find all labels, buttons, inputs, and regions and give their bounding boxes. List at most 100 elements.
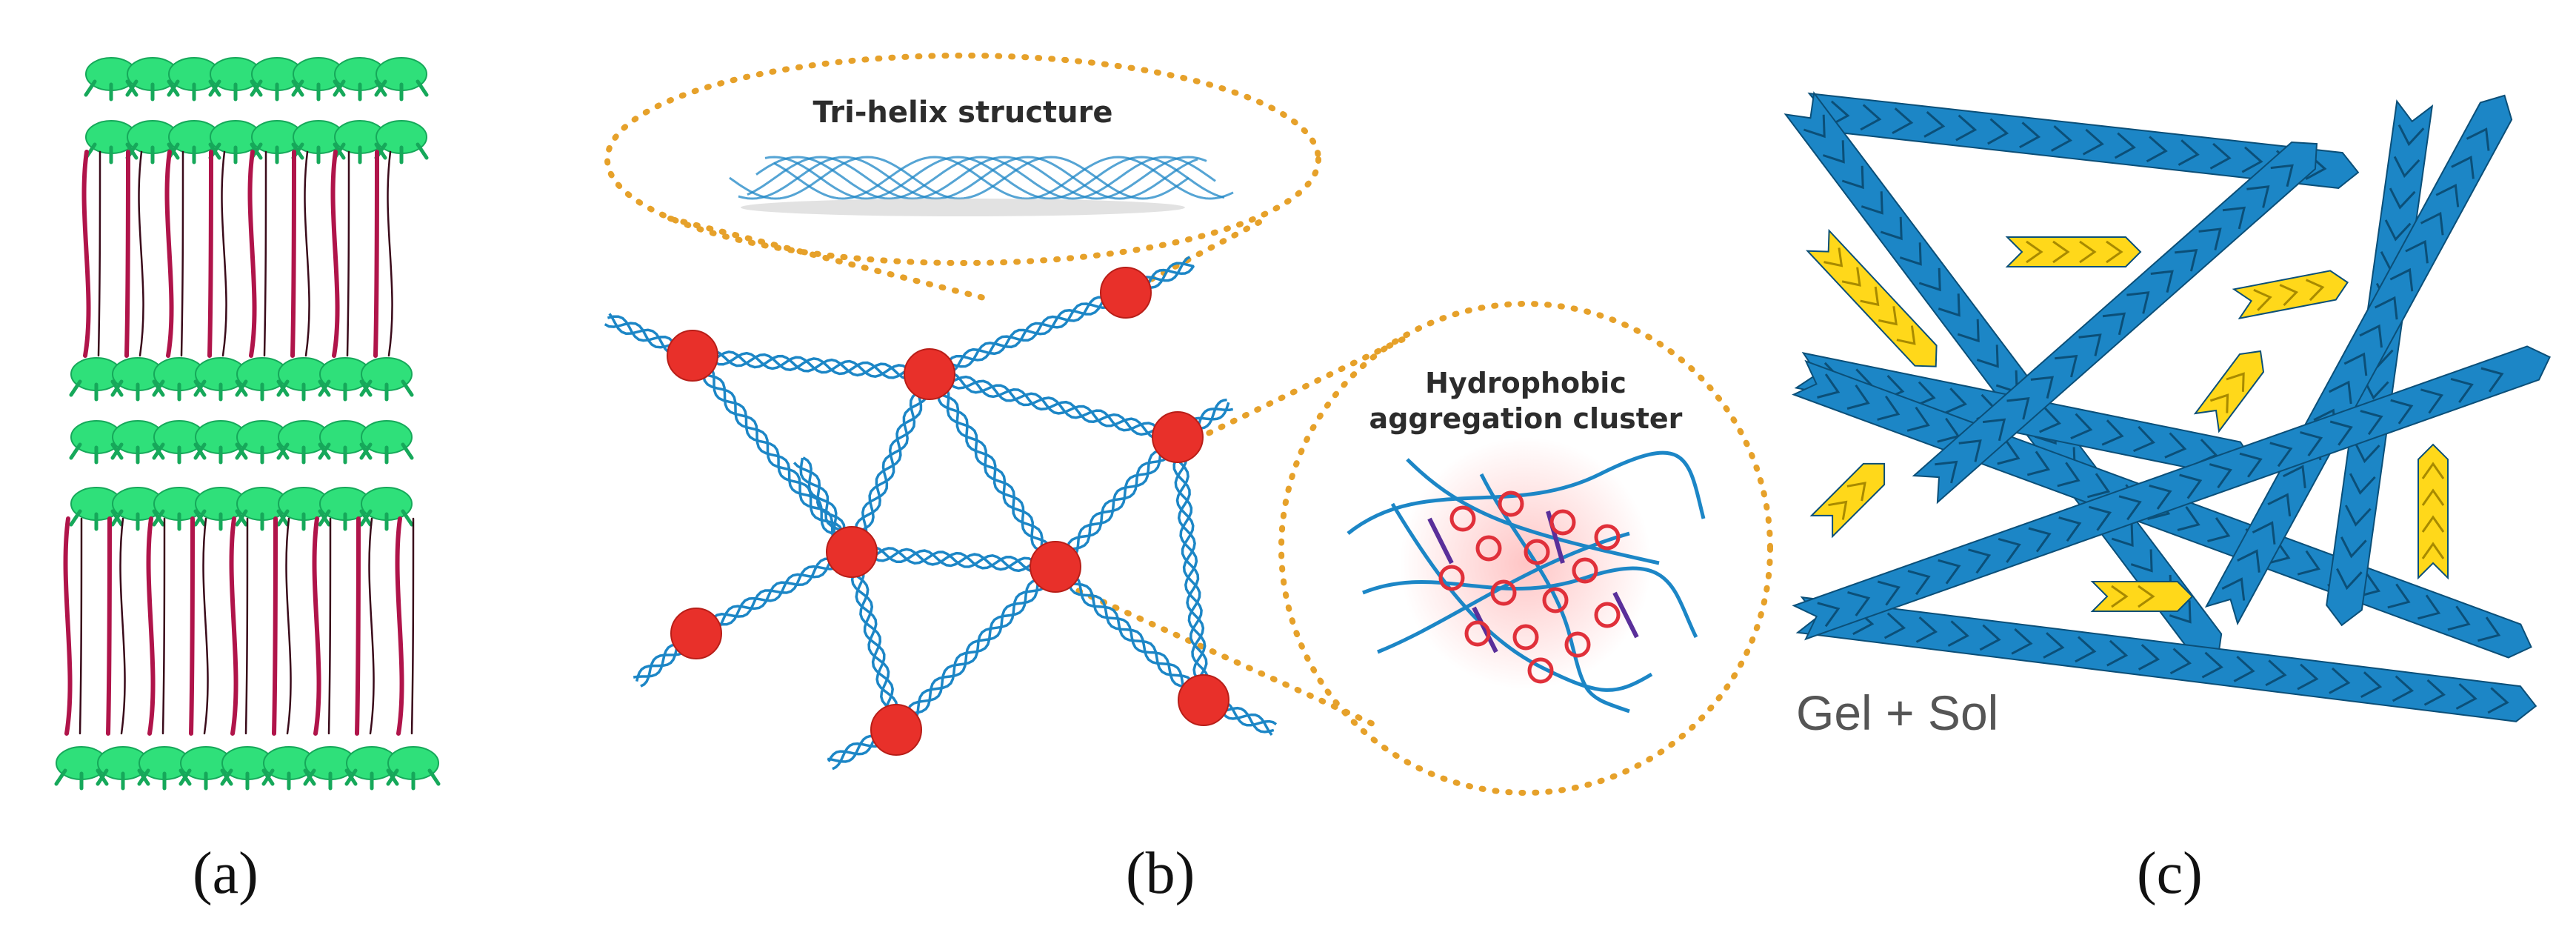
chevron-mark [1823, 247, 1843, 267]
chevron-mark [2101, 419, 2124, 446]
collagen-fiber [893, 565, 1056, 729]
chevron-mark [1957, 319, 1980, 343]
lipid-tail [119, 517, 126, 735]
chevron-mark [2329, 420, 2353, 446]
hydrophobic-ring [1527, 657, 1554, 684]
chevron-mark [1878, 306, 1898, 326]
chevron-mark [2466, 127, 2490, 151]
chevron-mark [2026, 450, 2051, 476]
lipid-head-branch [359, 509, 414, 531]
sol-arrow [2417, 443, 2449, 580]
chevron-mark [1947, 620, 1969, 648]
chevron-mark [2149, 484, 2172, 510]
hydrophobic-ring [1475, 535, 1502, 562]
chevron-mark [2239, 452, 2263, 478]
chevron-mark [2082, 128, 2104, 156]
collagen-fiber [1058, 561, 1206, 700]
sol-arrow [2193, 350, 2265, 433]
chevron-mark [1846, 385, 1870, 410]
panel-b-network-diagram [604, 53, 1773, 796]
chevron-mark [1860, 286, 1880, 307]
collagen-fiber [850, 545, 1055, 575]
chevron-mark [2305, 279, 2325, 302]
helix-strand [755, 156, 1216, 200]
collagen-fiber [928, 286, 1125, 375]
collagen-fiber [850, 550, 898, 732]
collagen-fiber [852, 544, 1057, 573]
chevron-mark [1979, 624, 2001, 651]
chevron-mark [2201, 651, 2223, 679]
chevron-mark [1896, 325, 1916, 345]
chevron-mark [2130, 549, 2153, 573]
linker-segment [1472, 606, 1498, 653]
lipid-tail [285, 517, 292, 735]
chevron-mark [1883, 612, 1906, 639]
crosslink-node [826, 526, 878, 578]
chevron-mark [2417, 594, 2441, 620]
chevron-mark [1828, 500, 1848, 520]
cluster-callout-outline [1278, 301, 1773, 796]
chevron-mark [1982, 418, 2006, 442]
chevron-mark [2050, 124, 2072, 152]
chevron-mark [1841, 165, 1864, 190]
chevron-mark [2038, 406, 2061, 433]
chevron-mark [2052, 240, 2070, 264]
collagen-fiber [931, 296, 1129, 382]
chevron-mark [1938, 293, 1961, 317]
lipid-tail [202, 517, 209, 735]
chevron-mark [1938, 559, 1961, 585]
chevron-mark [2421, 542, 2445, 559]
lipid-tail [106, 516, 112, 736]
gel-fiber-arrow [2204, 94, 2513, 626]
collagen-fiber [693, 347, 930, 382]
lipid-tail [312, 516, 321, 736]
chevron-mark [2349, 473, 2376, 495]
lipid-tail [272, 516, 278, 736]
chevron-mark [2118, 495, 2142, 521]
chevron-mark [1923, 110, 1946, 138]
gel-fiber-arrow [1912, 141, 2318, 505]
chevron-mark [1892, 107, 1914, 135]
collagen-fiber [845, 552, 903, 730]
chevron-mark [2353, 441, 2380, 464]
hydrophobic-ring [1572, 557, 1598, 584]
chevron-mark [2421, 462, 2445, 479]
collagen-fiber [928, 373, 1179, 439]
chevron-mark [2111, 523, 2134, 548]
chevron-mark [2389, 187, 2416, 210]
hydrophobic-ring [1524, 539, 1550, 565]
chevron-mark [2357, 572, 2381, 598]
lipid-head-branch [374, 79, 429, 102]
cluster-callout-leader [1064, 582, 1381, 729]
collagen-fiber [850, 547, 1057, 573]
collagen-fiber [691, 350, 931, 381]
collagen-fiber [930, 367, 1180, 440]
cluster-label-line1: Hydrophobic [1425, 367, 1626, 399]
helix-strand [773, 156, 1234, 200]
caption-c: (c) [2137, 841, 2203, 906]
chevron-mark [2175, 248, 2198, 272]
lipid-tail [327, 517, 332, 735]
chevron-mark [2221, 577, 2246, 601]
lipid-head-branch [386, 768, 441, 791]
cluster-strand [1390, 502, 1653, 692]
lipid-tail [244, 517, 249, 735]
chevron-mark [1847, 591, 1871, 616]
helix-strand [747, 156, 1207, 200]
sol-arrow [1809, 462, 1886, 539]
chevron-mark [2106, 639, 2129, 667]
helix-label: Tri-helix structure [813, 96, 1113, 130]
lipid-tail [180, 150, 184, 357]
chevron-mark [2233, 655, 2255, 682]
chevron-mark [1861, 191, 1883, 215]
chevron-mark [2169, 648, 2192, 675]
chevron-mark [2480, 367, 2504, 393]
chevron-mark [2246, 185, 2270, 208]
chevron-mark [2447, 605, 2471, 631]
chevron-mark [1915, 616, 1938, 643]
chevron-mark [2179, 473, 2203, 499]
lipid-tail [355, 516, 361, 736]
chevron-mark [2164, 432, 2187, 459]
helix-strand [764, 156, 1225, 200]
crosslink-node [1152, 411, 1204, 463]
